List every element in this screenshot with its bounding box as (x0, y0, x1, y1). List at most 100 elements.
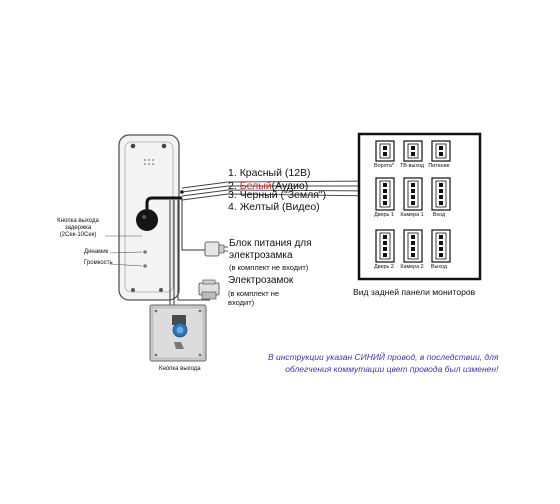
cable-main (145, 196, 182, 209)
power-supply-title: Блок питания для электрозамка (229, 238, 312, 262)
connector-pin (383, 241, 387, 245)
camera-lens-glint (142, 215, 146, 219)
panel-screw-bottom-right (159, 288, 163, 292)
connector-socket (375, 177, 395, 211)
connector-pin (411, 183, 415, 187)
wire-1-text: Красный (12В) (239, 167, 311, 179)
power-supply-title-line-1: Блок питания для (229, 238, 312, 249)
connector-socket (431, 140, 451, 162)
exit-delay-line-1: Кнопка выхода (57, 218, 99, 224)
call-panel-inner (124, 141, 174, 293)
wire-color-note-line-1: В инструкции указан СИНИЙ провод, в посл… (268, 352, 499, 362)
connector-socket (375, 140, 395, 162)
leader-speaker (109, 251, 143, 254)
panel-screw-bottom-left (131, 288, 135, 292)
speaker-hole (143, 250, 147, 254)
connector-pin (411, 253, 415, 257)
wire-3-label: 3. Черный ("Земля") (228, 189, 326, 201)
connector-label-camera-2: Камера 2 (400, 264, 424, 270)
leader-volume (109, 263, 143, 267)
wire-1-number: 1. (228, 167, 237, 179)
exit-delay-line-3: (2Сек-10Сек) (59, 232, 97, 238)
wire-2-label: 2. Белый(Аудио) (228, 180, 308, 192)
wire-1-label: 1. Красный (12В) (228, 167, 311, 179)
connector-pin (383, 152, 387, 156)
speaker-grille (144, 159, 154, 165)
wire-4-label: 4. Желтый (Видео) (228, 201, 320, 213)
wire-2-color: Белый (239, 180, 272, 192)
connector-pin (439, 253, 443, 257)
connector-pin (411, 235, 415, 239)
connector-socket (431, 177, 451, 211)
connector-label-tv-out: TB-выход (399, 163, 425, 169)
wire-2-text: (Аудио) (271, 180, 309, 192)
connector-pin (383, 253, 387, 257)
connector-label-input: Вход (432, 212, 446, 218)
wire-3-text: Черный ("Земля") (239, 189, 327, 201)
connector-socket (431, 229, 451, 263)
connector-label-camera-1: Камера 1 (400, 212, 424, 218)
connector-pin (439, 201, 443, 205)
connector-pin (439, 152, 443, 156)
connector-socket (375, 229, 395, 263)
connector-pin (439, 241, 443, 245)
connector-pin (383, 201, 387, 205)
speaker-label: Динамик (84, 249, 109, 255)
connector-pin (411, 152, 415, 156)
wire-2-number: 2. (228, 180, 237, 192)
connector-pin (383, 195, 387, 199)
connector-pin (383, 183, 387, 187)
connector-grid (375, 140, 451, 263)
power-supply-plug (204, 241, 228, 257)
connector-pin (411, 241, 415, 245)
connector-pin (411, 201, 415, 205)
connector-pin (411, 146, 415, 150)
connector-label-door-1: Дверь 1 (374, 212, 394, 218)
connector-label-power: Питание (428, 163, 450, 169)
panel-screw-top-right (161, 143, 167, 149)
connector-pin (439, 195, 443, 199)
connector-pin (383, 189, 387, 193)
cable-lock-c (177, 200, 210, 301)
connector-pin (439, 183, 443, 187)
lock-note-line-1: (в комплект не (228, 289, 280, 298)
connector-pin (383, 235, 387, 239)
connector-label-gate: Ворота* (374, 163, 394, 169)
lock-title: Электрозамок (228, 275, 294, 286)
exit-button-plate (149, 304, 207, 362)
electric-lock (198, 279, 220, 300)
connector-pin (439, 247, 443, 251)
connector-label-door-2: Дверь 2 (374, 264, 394, 270)
power-supply-note: (в комплект не входит) (229, 263, 309, 272)
wire-color-note: В инструкции указан СИНИЙ провод, в посл… (268, 351, 498, 375)
connector-socket (403, 177, 423, 211)
connector-pin (439, 146, 443, 150)
monitor-panel-caption: Вид задней панели мониторов (353, 287, 476, 297)
lock-note-line-2: входит) (228, 298, 255, 307)
volume-label: Громкость (84, 260, 113, 266)
connector-pin (439, 189, 443, 193)
camera-lens (136, 209, 158, 231)
connector-label-output: Выход (430, 264, 448, 270)
connector-socket (403, 140, 423, 162)
connector-pin (411, 189, 415, 193)
signal-wires (181, 180, 379, 201)
connector-pin (383, 146, 387, 150)
panel-screw-top-left (130, 143, 136, 149)
connector-socket (403, 229, 423, 263)
volume-knob (143, 264, 147, 268)
power-supply-title-line-2: электрозамка (229, 250, 293, 261)
connector-pin (411, 195, 415, 199)
exit-delay-label: Кнопка выхода задержка (2Сек-10Сек) (49, 218, 107, 239)
wire-4-text: Желтый (Видео) (239, 201, 320, 213)
wire-4-number: 4. (228, 201, 237, 213)
wire-3-number: 3. (228, 189, 237, 201)
exit-button-caption: Кнопка выхода (159, 366, 201, 372)
exit-delay-line-2: задержка (64, 225, 92, 231)
cable-power (181, 198, 205, 251)
wire-color-note-line-2: облегчения коммутации цвет провода был и… (285, 364, 499, 374)
connector-pin (439, 235, 443, 239)
connector-pin (383, 247, 387, 251)
lock-note: (в комплект не входит) (228, 289, 279, 307)
